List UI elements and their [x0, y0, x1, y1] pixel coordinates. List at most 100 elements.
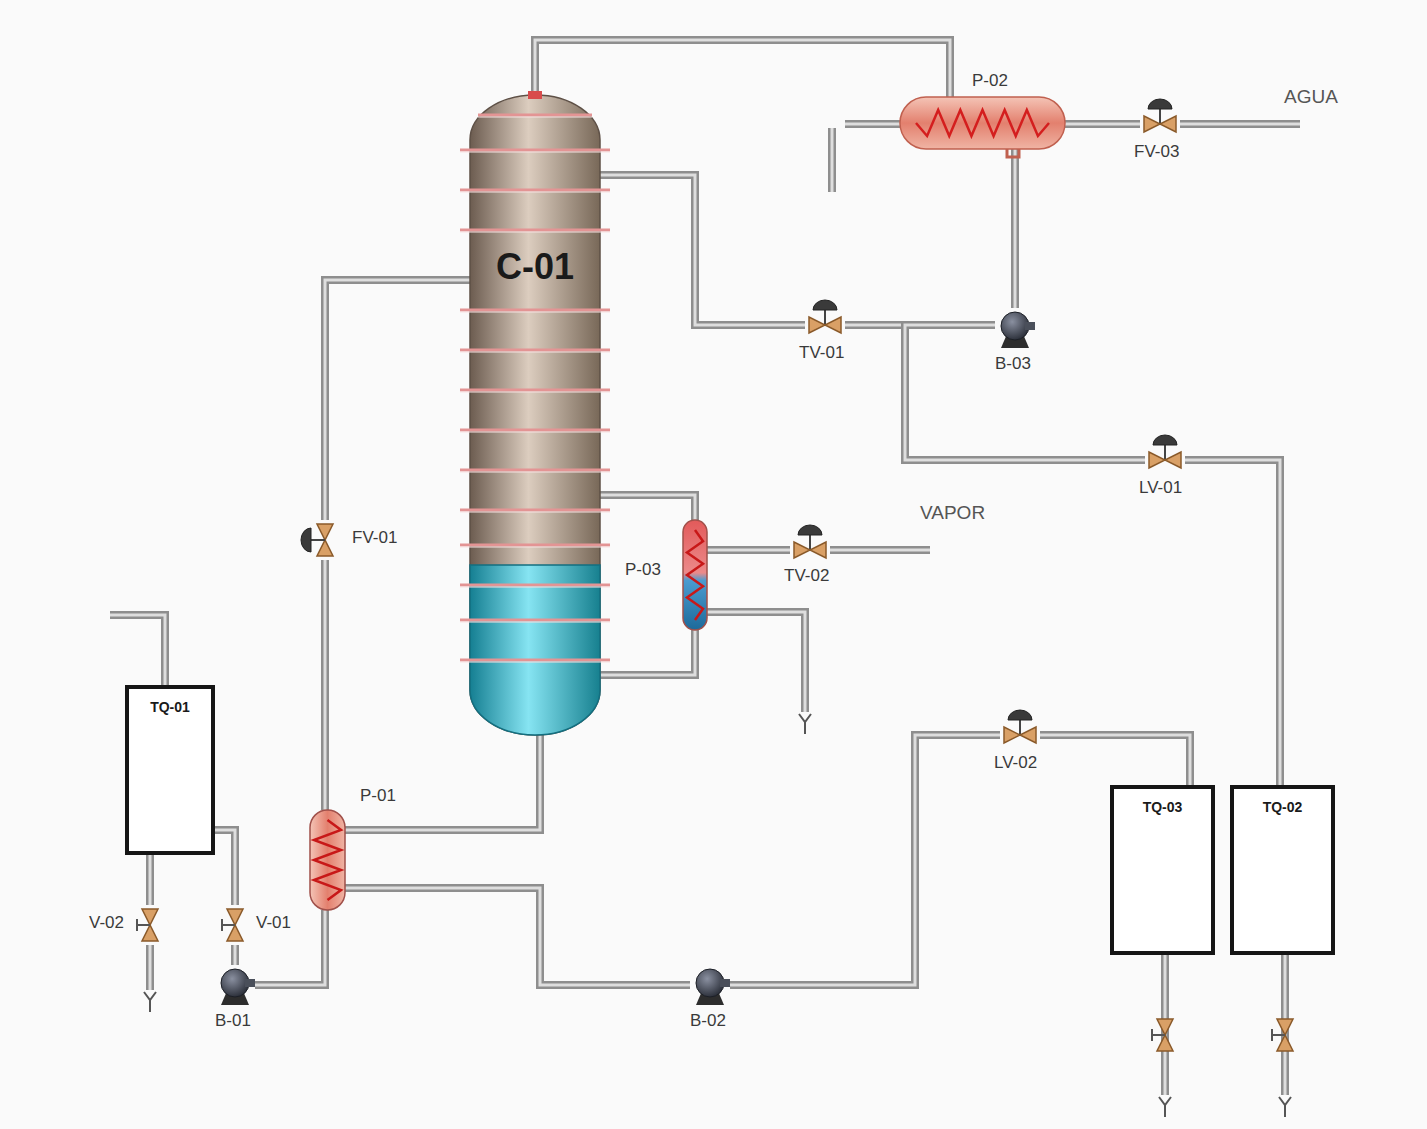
valve-symbol-part — [311, 539, 325, 541]
pipe-connector — [345, 888, 690, 985]
equipment-tag: V-02 — [87, 913, 126, 933]
equipment-tag: TQ-02 — [1234, 799, 1331, 816]
valve-symbol: FV-01 — [300, 520, 345, 560]
pump-symbol-part — [1001, 312, 1029, 340]
pipe-core — [215, 830, 235, 905]
distillation-column-part — [460, 389, 610, 392]
equipment-tag: P-02 — [970, 71, 1010, 91]
pipe-connector — [345, 735, 540, 830]
heat-exchanger: P-02 — [900, 97, 1065, 149]
pipe-connector — [1185, 460, 1280, 785]
pump-symbol-drawing — [690, 965, 730, 1005]
manual-valve — [1152, 1019, 1293, 1051]
pipe-outline — [231, 945, 239, 965]
pipe-connector — [600, 630, 695, 675]
heat-exchanger-part — [916, 110, 1049, 136]
equipment-tag: TQ-01 — [129, 699, 211, 716]
valve-handle — [1152, 1029, 1285, 1041]
distillation-column: C-01 — [470, 95, 600, 735]
storage-tank: TQ-02 — [1230, 785, 1335, 955]
heat-exchanger-drawing — [900, 97, 1065, 149]
valve-symbol-part — [798, 525, 822, 535]
equipment-tag: P-01 — [358, 786, 398, 806]
pipe-outline — [345, 735, 540, 830]
drain-symbol — [799, 714, 811, 734]
pipe-core — [345, 888, 690, 985]
pipe-outline — [110, 615, 165, 685]
pipe-outline — [845, 120, 900, 128]
equipment-tag: LV-01 — [1137, 478, 1184, 498]
pipe-outline — [321, 560, 329, 810]
pipe-core — [255, 910, 325, 985]
valve-symbol: TV-02 — [790, 522, 830, 562]
valve-symbol: V-01 — [220, 905, 250, 945]
distillation-column-part — [460, 349, 610, 352]
pipe-outline — [345, 888, 690, 985]
pipe-core — [600, 175, 805, 325]
valve-symbol-part — [1144, 116, 1176, 132]
pipe-core — [1040, 735, 1190, 785]
valve-symbol-part — [1148, 99, 1172, 109]
distillation-column-part — [460, 149, 610, 152]
pipe-core — [845, 123, 900, 126]
valve-symbol-part — [809, 317, 841, 333]
valve-symbol: FV-03 — [1140, 96, 1180, 136]
valve-symbol-part — [1008, 710, 1032, 720]
pump-symbol-part — [696, 969, 724, 997]
pump-symbol-part — [245, 979, 255, 987]
pipe-connector — [600, 495, 695, 520]
pump-symbol-drawing — [995, 308, 1035, 348]
pipe-connector — [325, 280, 470, 520]
heat-exchanger-drawing — [310, 810, 345, 910]
heat-exchanger: P-01 — [310, 810, 345, 910]
drain-symbol — [1159, 1097, 1171, 1117]
pipe-core — [234, 945, 237, 965]
storage-tank: TQ-03 — [1110, 785, 1215, 955]
pipe-connector — [600, 175, 805, 325]
valve-symbol-part — [301, 528, 311, 552]
valve-symbol-drawing — [220, 905, 250, 945]
valve-symbol-part — [1004, 727, 1036, 743]
valve-symbol-part — [1164, 444, 1166, 460]
pipe-core — [831, 128, 834, 192]
pipe-connector — [905, 325, 1145, 460]
valve-symbol-part — [813, 300, 837, 310]
pipe-core — [535, 40, 950, 97]
pipe-core — [1185, 460, 1280, 785]
stream-label: AGUA — [1282, 86, 1340, 108]
distillation-column-part — [470, 565, 600, 735]
heat-exchanger-part — [900, 97, 1065, 149]
reboiler: P-03 — [683, 520, 707, 630]
heat-exchanger-part — [314, 820, 341, 900]
equipment-tag: LV-02 — [992, 753, 1039, 773]
pipe-core — [905, 325, 1145, 460]
pipe-outline — [146, 855, 154, 905]
valve-symbol-part — [1019, 719, 1021, 735]
pipe-core — [1065, 123, 1140, 126]
pipe-outline — [1180, 120, 1300, 128]
valve-symbol-drawing — [1000, 707, 1040, 747]
valve-symbol-part — [824, 309, 826, 325]
distillation-column-part — [460, 152, 610, 153]
valve-symbol-drawing — [135, 905, 165, 945]
pipe-connector — [1040, 735, 1190, 785]
valve-symbol-drawing — [790, 522, 830, 562]
pipe-outline — [1011, 149, 1019, 308]
distillation-column-drawing — [470, 95, 600, 735]
distillation-column-part — [478, 117, 592, 118]
equipment-tag: B-03 — [993, 354, 1033, 374]
pipe-core — [707, 549, 790, 552]
pipe-core — [325, 280, 470, 520]
pipe-core — [149, 855, 152, 905]
pump-symbol: B-02 — [690, 965, 730, 1005]
valve-symbol-part — [794, 542, 826, 558]
pipe-outline — [600, 175, 805, 325]
pipe-core — [110, 615, 165, 685]
pipe-outline — [215, 830, 235, 905]
heat-exchanger-part — [310, 810, 345, 910]
valve-symbol: V-02 — [135, 905, 165, 945]
pipe-connector — [150, 855, 151, 905]
equipment-tag: B-01 — [213, 1011, 253, 1031]
